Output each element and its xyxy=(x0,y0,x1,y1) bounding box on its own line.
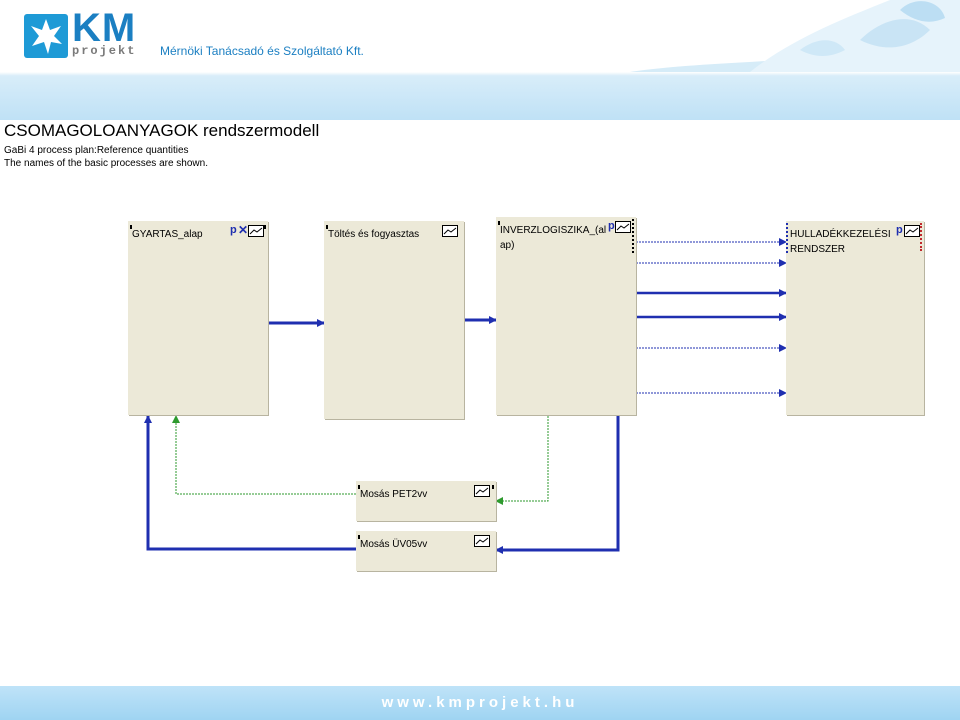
plan-icon xyxy=(474,535,490,547)
plan-icon xyxy=(442,225,458,237)
process-hulladek[interactable]: HULLADÉKKEZELÉSI RENDSZER p xyxy=(786,221,924,415)
process-toltes[interactable]: Töltés és fogyasztas xyxy=(324,221,464,419)
process-label: Mosás PET2vv xyxy=(360,489,428,500)
corner-marker xyxy=(492,485,494,489)
corner-marker xyxy=(326,225,328,229)
plan-icon xyxy=(474,485,490,497)
input-marker xyxy=(786,223,790,253)
process-mosas-uv[interactable]: Mosás ÜV05vv xyxy=(356,531,496,571)
logo-subtext: projekt xyxy=(72,44,137,58)
process-inverz[interactable]: INVERZLOGISZIKA_(al ap) p xyxy=(496,217,636,415)
corner-marker xyxy=(358,535,360,539)
header: KM projekt Mérnöki Tanácsadó és Szolgált… xyxy=(0,0,960,72)
star-logo-icon xyxy=(24,14,68,58)
corner-marker xyxy=(498,221,500,225)
corner-marker xyxy=(358,485,360,489)
output-marker xyxy=(632,219,636,253)
logo-text: KM xyxy=(72,6,137,50)
process-label: Mosás ÜV05vv xyxy=(360,539,428,550)
process-mosas-pet[interactable]: Mosás PET2vv xyxy=(356,481,496,521)
page-title: CSOMAGOLOANYAGOK rendszermodell xyxy=(4,121,320,140)
plan-icon xyxy=(248,225,264,237)
corner-marker xyxy=(130,225,132,229)
flow-inverz-to-mosas-pet xyxy=(495,416,549,505)
footer-url: www.kmprojekt.hu xyxy=(381,694,579,711)
flow-inverz-to-mosas-uv xyxy=(495,416,620,554)
p-marker-icon: p xyxy=(896,224,903,236)
flow-mosas-uv-to-gyartas xyxy=(144,415,356,551)
subtitle-names: The names of the basic processes are sho… xyxy=(4,158,208,169)
company-name: Mérnöki Tanácsadó és Szolgáltató Kft. xyxy=(160,44,364,58)
process-label: HULLADÉKKEZELÉSI RENDSZER xyxy=(790,229,891,255)
footer: www.kmprojekt.hu xyxy=(0,686,960,720)
header-band xyxy=(0,72,960,120)
output-marker xyxy=(920,223,924,251)
process-label: GYARTAS_alap xyxy=(132,229,203,240)
plan-icon xyxy=(904,225,920,237)
process-label: INVERZLOGISZIKA_(al ap) xyxy=(500,225,607,251)
plan-icon xyxy=(615,221,631,233)
process-gyartas[interactable]: GYARTAS_alap p ✕ xyxy=(128,221,268,415)
subtitle-reference: GaBi 4 process plan:Reference quantities xyxy=(4,145,189,156)
p-marker-icon: p xyxy=(230,224,237,236)
p-marker-icon: p xyxy=(608,220,615,232)
corner-marker xyxy=(264,225,266,229)
flow-mosas-pet-to-gyartas xyxy=(172,415,356,495)
x-marker-icon: ✕ xyxy=(238,223,249,237)
process-label: Töltés és fogyasztas xyxy=(328,229,420,240)
decorative-flower-graphic xyxy=(630,0,960,72)
